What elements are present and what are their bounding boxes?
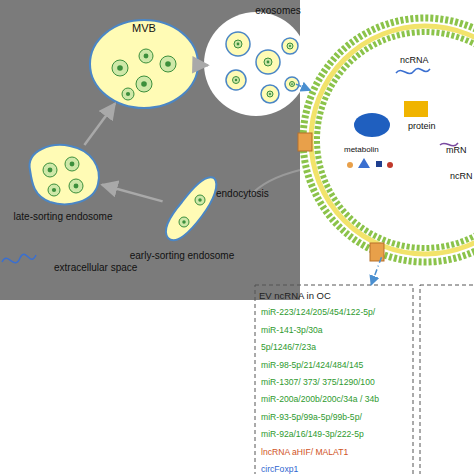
- flow-arrow: [84, 103, 115, 145]
- ncrna-entry: miR-223/124/205/454/122-5p/: [255, 304, 413, 321]
- ncrna-entry: circFoxp1: [255, 461, 413, 474]
- rna-squiggle: [2, 254, 36, 263]
- ncrna-entry: miR-93-5p/99a-5p/99b-5p/: [255, 409, 413, 426]
- dashed-panel: [420, 285, 474, 474]
- ncrna-entry: lncRNA aHIF/ MALAT1: [255, 444, 413, 461]
- late-endosome: late-sorting endosome: [22, 140, 104, 208]
- node-label: exosomes: [248, 5, 308, 17]
- node-outline: [208, 22, 300, 110]
- flow-arrow: [200, 64, 208, 67]
- node-outline: [22, 140, 104, 208]
- flow-arrow: [296, 84, 310, 90]
- flow-arrow: [102, 185, 163, 202]
- exosome-detail: ncRNA protein mRN metabolin ncRN: [300, 15, 474, 265]
- node-outline: [300, 15, 474, 265]
- ncrna-list-box: EV ncRNA in OCmiR-223/124/205/454/122-5p…: [255, 285, 413, 474]
- ncrna-entry: miR-141-3p/30a: [255, 322, 413, 339]
- node-label: protein: [408, 121, 448, 131]
- flow-arrow: [371, 257, 381, 285]
- ncrna-entry: 5p/1246/7/23a: [255, 339, 413, 356]
- exosome-cluster: exosomes: [208, 22, 300, 110]
- node-label: ncRN: [450, 171, 474, 181]
- ncrna-entry: miR-1307/ 373/ 375/1290/100: [255, 374, 413, 391]
- free-label: extracellular space: [54, 262, 137, 273]
- node-label: ncRNA: [400, 55, 440, 65]
- mvb-circle: MVB: [88, 18, 200, 110]
- node-label: late-sorting endosome: [0, 211, 126, 223]
- node-label: early-sorting endosome: [120, 250, 244, 262]
- node-label: metabolin: [344, 145, 394, 154]
- node-label: mRN: [446, 145, 474, 155]
- exosome-release-opening: [204, 12, 308, 116]
- ncrna-entry: miR-98-5p/21/424/484/145: [255, 357, 413, 374]
- ncrna-entry: miR-200a/200b/200c/34a / 34b: [255, 391, 413, 408]
- node-label: MVB: [88, 22, 200, 35]
- box-heading: EV ncRNA in OC: [255, 287, 413, 304]
- text-column: EV ncRNA in OCmiR-223/124/205/454/122-5p…: [255, 287, 413, 474]
- ncrna-entry: miR-92a/16/149-3p/222-5p: [255, 426, 413, 443]
- node-outline: [162, 172, 218, 246]
- early-endosome: early-sorting endosome: [162, 172, 218, 246]
- free-label: endocytosis: [216, 188, 269, 199]
